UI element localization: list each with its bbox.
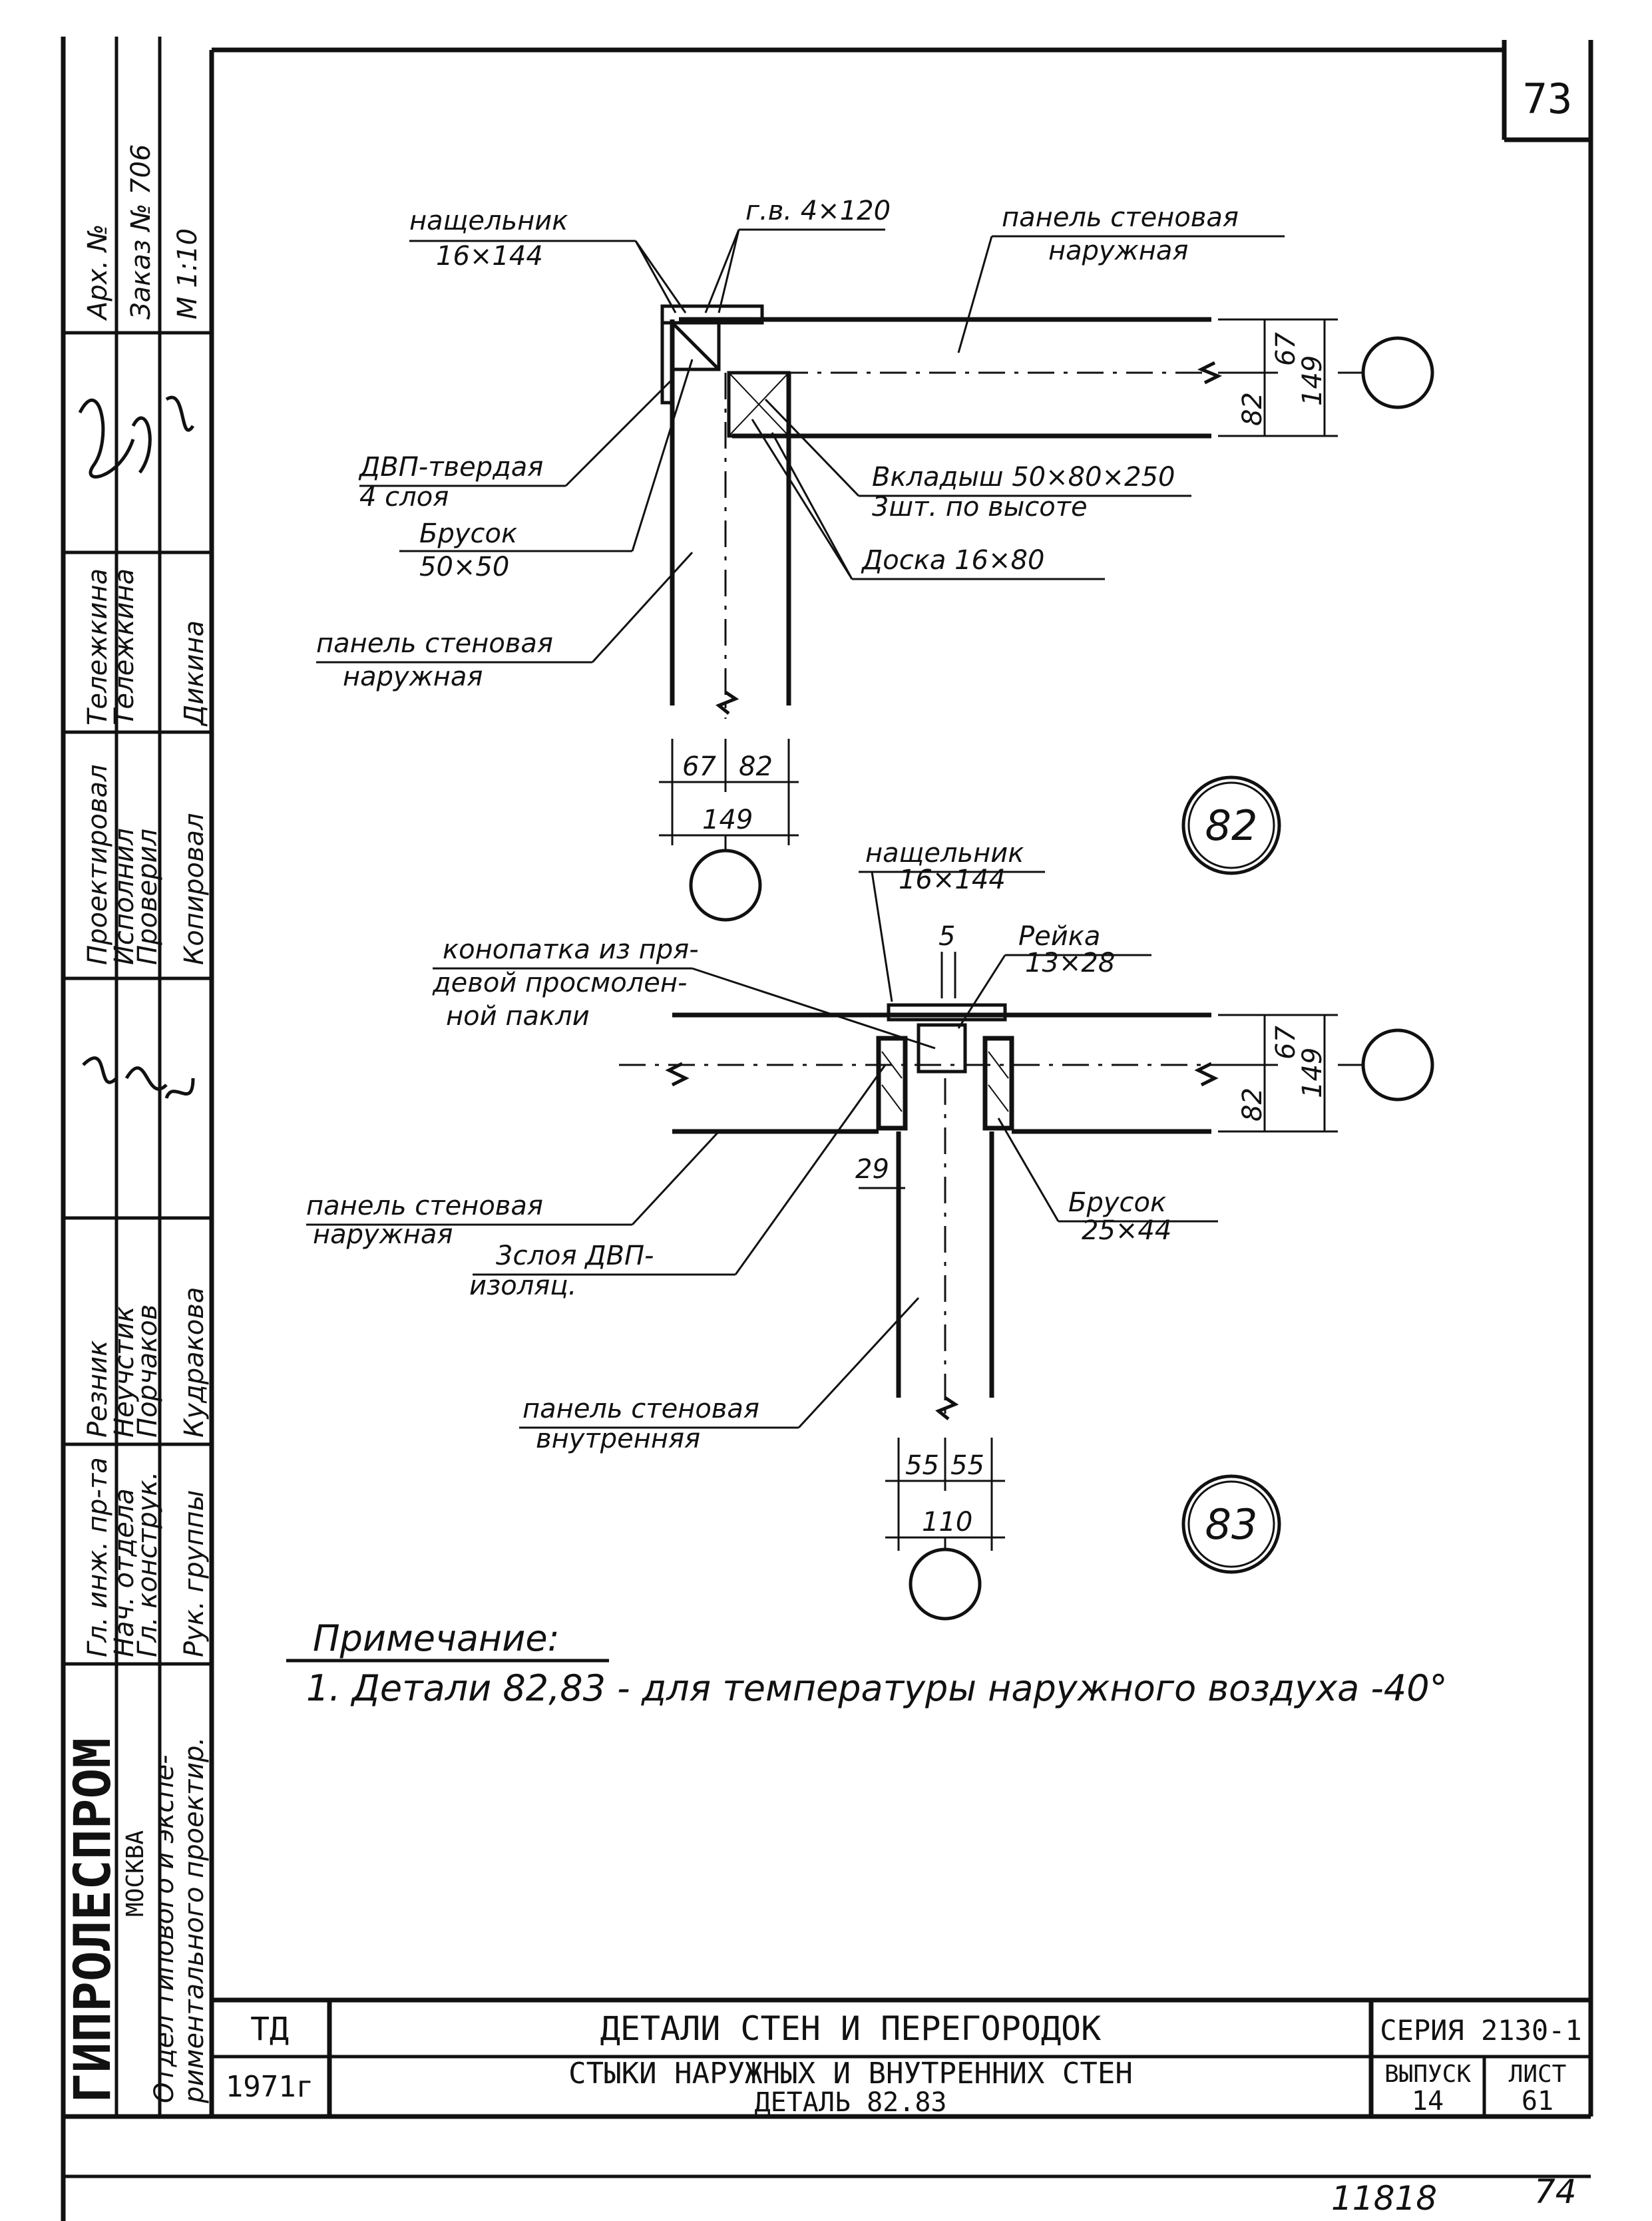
label-brusok: Брусок [1068,1187,1166,1218]
arch-no: Арх. № [83,224,113,321]
label-panel-outer: панель стеновая [1002,202,1239,233]
page-number: 73 [1523,75,1573,123]
dim-v-149: 149 [1297,1048,1328,1098]
detail-83-marker [1187,1480,1275,1568]
dim-v-149: 149 [1297,355,1328,406]
label-nashchelnik-size: 16×144 [436,241,543,272]
name-b-2: Порчаков [132,1305,163,1438]
title-block: ТД 1971г ДЕТАЛИ СТЕН И ПЕРЕГОРОДОК СТЫКИ… [212,1997,1591,2118]
name-a-4: Дикина [179,620,210,727]
label-dvp-2: изоляц. [469,1271,576,1301]
left-strip: ГИПРОЛЕСПРОМ МОСКВА Отдел типового и экс… [63,37,212,2117]
name-b-1: Неучстик [109,1307,140,1438]
label-vkladysh: Вкладыш 50×80×250 [872,462,1175,493]
label-panel-inner: панель стеновая [522,1394,759,1424]
title-td: ТД [250,2011,289,2048]
label-gap-5: 5 [938,921,955,952]
dim-v-67: 67 [1271,1026,1301,1060]
axis-circle [689,849,762,922]
dim-h-110: 110 [922,1507,972,1537]
title-series: СЕРИЯ 2130-1 [1380,2014,1581,2047]
role-b-2: Гл. конструк. [132,1472,163,1657]
label-panel-outer-b: панель стеновая [316,628,553,659]
label-doska: Доска 16×80 [861,545,1044,576]
name-a-0: Тележкина [83,568,113,725]
label-dvp: 3слоя ДВП- [496,1241,654,1271]
page-number-box: 73 [1502,40,1591,142]
title-detail: ДЕТАЛЬ 82.83 [755,2087,947,2118]
role-a-4: Копировал [179,813,210,965]
label-nashchelnik: нащельник [865,838,1024,869]
role-a-1: Исполнил [109,828,140,965]
label-nashchelnik: нащельник [409,206,568,236]
name-b-0: Резник [83,1340,113,1438]
axis-circle [1361,336,1434,409]
sheet-frame [61,37,1593,2221]
title-vypusk-label: ВЫПУСК [1384,2061,1471,2088]
dim-h-55a: 55 [905,1450,939,1481]
label-reika: Рейка [1018,921,1100,952]
bottom-page: 74 [1534,2172,1577,2211]
detail-82: нащельник 16×144 г.в. 4×120 панель стено… [316,196,1434,922]
name-a-1: Тележкина [109,568,140,725]
dim-v-82: 82 [1237,392,1268,426]
role-b-3: Рук. группы [179,1490,210,1657]
org-dept: Отдел типового и экспе- [149,1754,180,2103]
role-b-1: Нач. отдела [109,1488,140,1657]
label-konopatka-1: конопатка из пря- [443,934,699,965]
label-konopatka-3: ной пакли [446,1001,590,1032]
role-a-2: Проверил [132,829,163,965]
title-list: 61 [1522,2086,1553,2117]
label-panel-inner-2: внутренняя [536,1424,700,1454]
org-name: ГИПРОЛЕСПРОМ [63,1738,122,2103]
detail-83: нащельник 16×144 конопатка из пря- девой… [306,838,1434,1621]
order-no: Заказ № 706 [126,144,156,319]
signature [78,395,195,479]
label-vkladysh-2: 3шт. по высоте [872,492,1088,522]
detail-82-marker [1187,781,1275,869]
detail-83-marker [1181,1474,1281,1574]
title-year: 1971г [226,2070,313,2104]
name-b-3: Кудракова [179,1287,210,1438]
org-city: МОСКВА [122,1830,149,1917]
label-nashchelnik-size: 16×144 [899,865,1006,895]
label-reika-size: 13×28 [1025,948,1115,978]
detail-82-number: 82 [1205,801,1258,850]
signature [82,1056,195,1100]
role-b-0: Гл. инж. пр-та [83,1457,113,1657]
detail-82-marker [1181,775,1281,875]
note-text: 1. Детали 82,83 - для температуры наружн… [306,1667,1448,1709]
label-brusok-size: 50×50 [419,552,509,582]
label-brusok: Брусок [419,518,517,549]
label-brusok-size: 25×44 [1082,1215,1171,1246]
title-list-label: ЛИСТ [1509,2061,1567,2088]
label-konopatka-2: девой просмолен- [432,968,687,998]
label-dim-29: 29 [855,1154,889,1185]
dim-v-67: 67 [1271,332,1301,366]
title-vypusk: 14 [1412,2086,1444,2117]
label-panel-outer-2: наружная [1048,236,1189,266]
label-panel-outer: панель стеновая [306,1191,543,1221]
label-dvp: ДВП-твердая [358,452,543,483]
axis-circle [1361,1028,1434,1102]
dim-v-82: 82 [1237,1088,1268,1121]
dim-h-55b: 55 [950,1450,984,1481]
note: Примечание: 1. Детали 82,83 - для темпер… [286,1617,1448,1709]
bottom-number: 11818 [1331,2179,1437,2218]
note-title: Примечание: [313,1617,560,1659]
label-dvp-2: 4 слоя [359,482,449,512]
label-panel-outer-b-2: наружная [343,662,483,692]
title-sub: СТЫКИ НАРУЖНЫХ И ВНУТРЕННИХ СТЕН [568,2057,1133,2091]
label-gv: г.в. 4×120 [745,196,891,226]
title-main: ДЕТАЛИ СТЕН И ПЕРЕГОРОДОК [600,2009,1102,2048]
scale: М 1:10 [172,228,203,319]
axis-circle [909,1547,982,1621]
dim-h-82: 82 [739,751,773,782]
role-a-0: Проектировал [83,764,113,965]
dim-h-67: 67 [682,751,716,782]
org-dept-2: риментального проектир. [179,1737,210,2104]
detail-83-number: 83 [1205,1500,1258,1549]
dim-h-149: 149 [702,805,753,835]
